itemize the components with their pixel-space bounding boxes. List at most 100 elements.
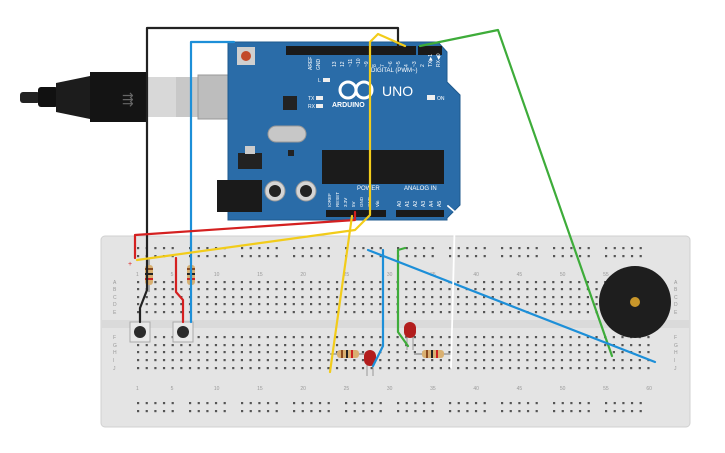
column-number: 40 (473, 386, 479, 392)
row-letter: H (113, 350, 117, 356)
row-letter: B (674, 287, 678, 293)
pushbutton-2[interactable] (172, 321, 194, 343)
column-number: 50 (560, 272, 566, 278)
power-pin-label: GND (359, 196, 364, 207)
column-number: 5 (171, 272, 174, 278)
power-jack[interactable] (217, 180, 262, 212)
row-letter: A (674, 280, 678, 286)
column-number: 55 (603, 386, 609, 392)
piezo-buzzer[interactable] (599, 266, 671, 338)
pushbutton-1[interactable] (129, 321, 151, 343)
wire-blue-3[interactable] (366, 248, 657, 364)
analog-pin-label: A5 (437, 201, 443, 207)
analog-pin-label: A1 (405, 201, 411, 207)
atmega-chip (322, 150, 444, 184)
row-letter: B (113, 287, 117, 293)
wire-yellow[interactable] (135, 32, 407, 374)
column-number: 50 (560, 386, 566, 392)
row-letter: C (674, 295, 678, 301)
led-tx-label: TX (308, 96, 315, 102)
digital-pin-label: ~11 (348, 59, 354, 67)
column-number: 35 (430, 386, 436, 392)
led-tx (316, 96, 323, 100)
power-pin-label: 5V (351, 201, 356, 207)
usb-chip (283, 96, 297, 110)
digital-pin-label: 12 (340, 61, 346, 67)
led-on (427, 95, 435, 100)
column-number: 40 (473, 272, 479, 278)
digital-pin-label: ~10 (356, 58, 362, 67)
column-number: 1 (136, 386, 139, 392)
column-number: 20 (300, 272, 306, 278)
row-letter: C (113, 295, 117, 301)
digital-header-right[interactable] (418, 46, 442, 55)
row-letter: I (674, 358, 675, 364)
power-pin-label: RESET (335, 192, 340, 207)
power-rail-top-red-marker: + (128, 261, 132, 268)
analog-header[interactable] (396, 210, 444, 217)
wire-blue-5v[interactable] (189, 40, 236, 324)
wire-white[interactable] (447, 205, 456, 369)
led-l-label: L (318, 78, 321, 84)
column-number: 45 (517, 386, 523, 392)
row-letter: A (113, 280, 117, 286)
column-number: 25 (344, 386, 350, 392)
analog-pin-label: A3 (421, 201, 427, 207)
row-letter: I (113, 358, 114, 364)
analog-label: ANALOG IN (404, 186, 437, 192)
row-letter: E (113, 310, 117, 316)
column-number: 45 (517, 272, 523, 278)
led-rx-label: RX (308, 104, 316, 110)
led-red-2[interactable] (404, 322, 416, 350)
row-letter: G (674, 343, 678, 349)
wire-green-2[interactable] (418, 28, 614, 358)
analog-pin-label: A4 (429, 201, 435, 207)
regulator (238, 153, 262, 169)
resistor-4[interactable] (414, 350, 452, 358)
digital-pin-label: ~3 (412, 61, 418, 67)
digital-pin-label: ~6 (388, 61, 394, 67)
column-number: 20 (300, 386, 306, 392)
row-letter: G (113, 343, 117, 349)
wire-red[interactable] (133, 210, 357, 324)
row-letter: F (674, 335, 677, 341)
resistor-3[interactable] (330, 350, 364, 358)
usb-cable[interactable]: ⇶ (20, 72, 237, 122)
digital-label: DIGITAL (PWM~) (371, 68, 418, 74)
row-letter: J (674, 366, 677, 372)
wire-black[interactable] (138, 26, 400, 324)
digital-pin-label: 2 (420, 64, 426, 67)
column-number: 25 (344, 272, 350, 278)
row-letter: F (113, 335, 116, 341)
digital-pin-label: RX◀0 (436, 53, 442, 67)
digital-pin-label: 4 (404, 64, 410, 67)
column-number: 1 (136, 272, 139, 278)
digital-header-left[interactable] (286, 46, 416, 55)
row-letter: J (113, 366, 116, 372)
digital-pin-label: 7 (380, 64, 386, 67)
column-number: 55 (603, 272, 609, 278)
column-number: 30 (387, 386, 393, 392)
led-rx (316, 104, 323, 108)
column-numbers: 1155101015152020252530303535404045455050… (136, 272, 652, 392)
analog-pin-label: A2 (413, 201, 419, 207)
digital-pin-label: ~9 (364, 61, 370, 67)
led-l (323, 78, 330, 82)
wire-green-1[interactable] (396, 246, 410, 348)
digital-pin-label: ~5 (396, 61, 402, 67)
model-label: UNO (382, 83, 413, 99)
power-label: POWER (357, 186, 380, 192)
row-letter: E (674, 310, 678, 316)
arduino-logo-icon (338, 80, 374, 100)
digital-pin-label: 13 (332, 61, 338, 67)
wire-blue-2[interactable] (371, 248, 385, 368)
column-number: 60 (646, 386, 652, 392)
power-pin-label: IOREF (327, 193, 332, 207)
column-number: 15 (257, 272, 263, 278)
crystal (267, 125, 307, 143)
